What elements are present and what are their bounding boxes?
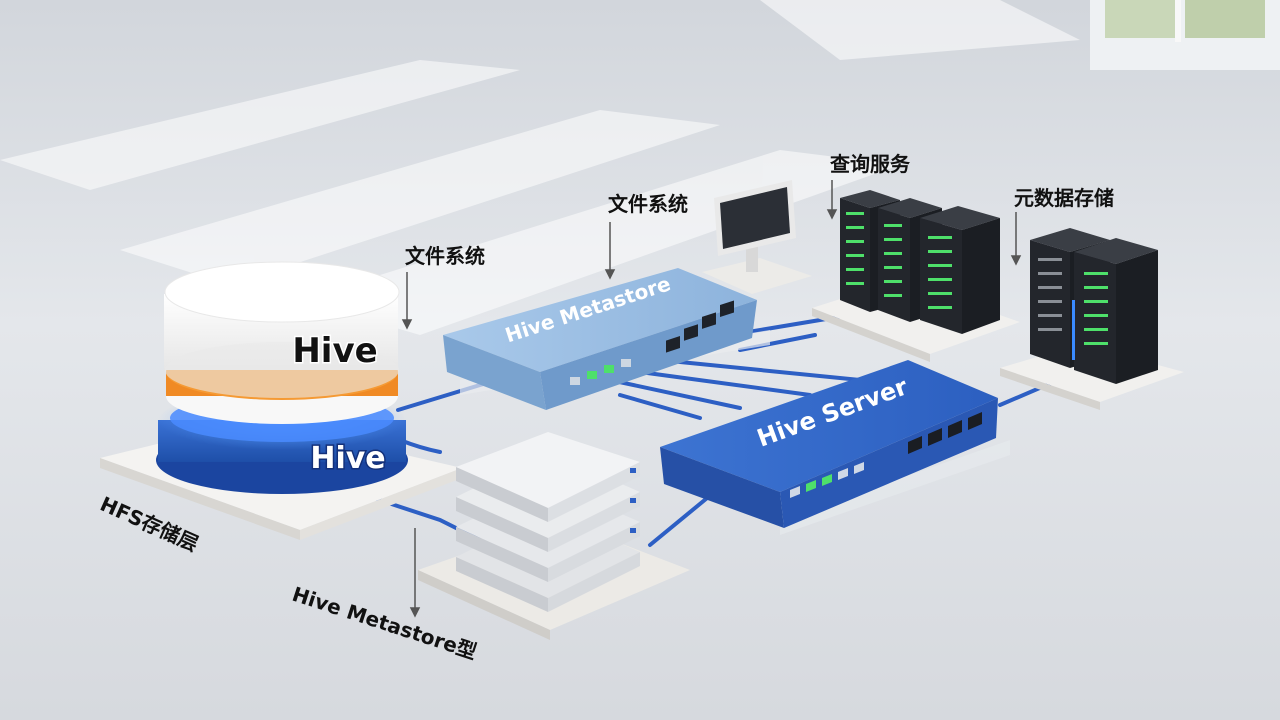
window-frame	[1090, 0, 1280, 70]
query-service-label: 查询服务	[830, 152, 910, 176]
rack	[1074, 238, 1158, 384]
hive-db-top-label: Hive	[292, 331, 377, 371]
metadata-storage-racks[interactable]	[1000, 228, 1184, 410]
hive-db-bottom-label: Hive	[310, 441, 385, 476]
rack	[920, 206, 1000, 334]
filesystem-label-left: 文件系统	[405, 244, 485, 268]
hive-database[interactable]: Hive Hive	[156, 261, 408, 494]
pointer-arrows	[401, 180, 1022, 618]
rack-leds	[1038, 258, 1108, 360]
metadata-storage-label: 元数据存储	[1014, 186, 1114, 210]
server-leds	[790, 462, 864, 498]
rack-leds	[846, 212, 952, 309]
metastore-storage-stack[interactable]	[418, 432, 690, 640]
metastore-leds	[570, 359, 631, 385]
monitor[interactable]	[702, 180, 812, 294]
server-ports	[908, 412, 982, 454]
metastore-ports	[666, 300, 734, 353]
filesystem-label-mid: 文件系统	[608, 192, 688, 216]
stack-unit	[456, 432, 640, 522]
query-service-racks[interactable]	[812, 190, 1020, 362]
